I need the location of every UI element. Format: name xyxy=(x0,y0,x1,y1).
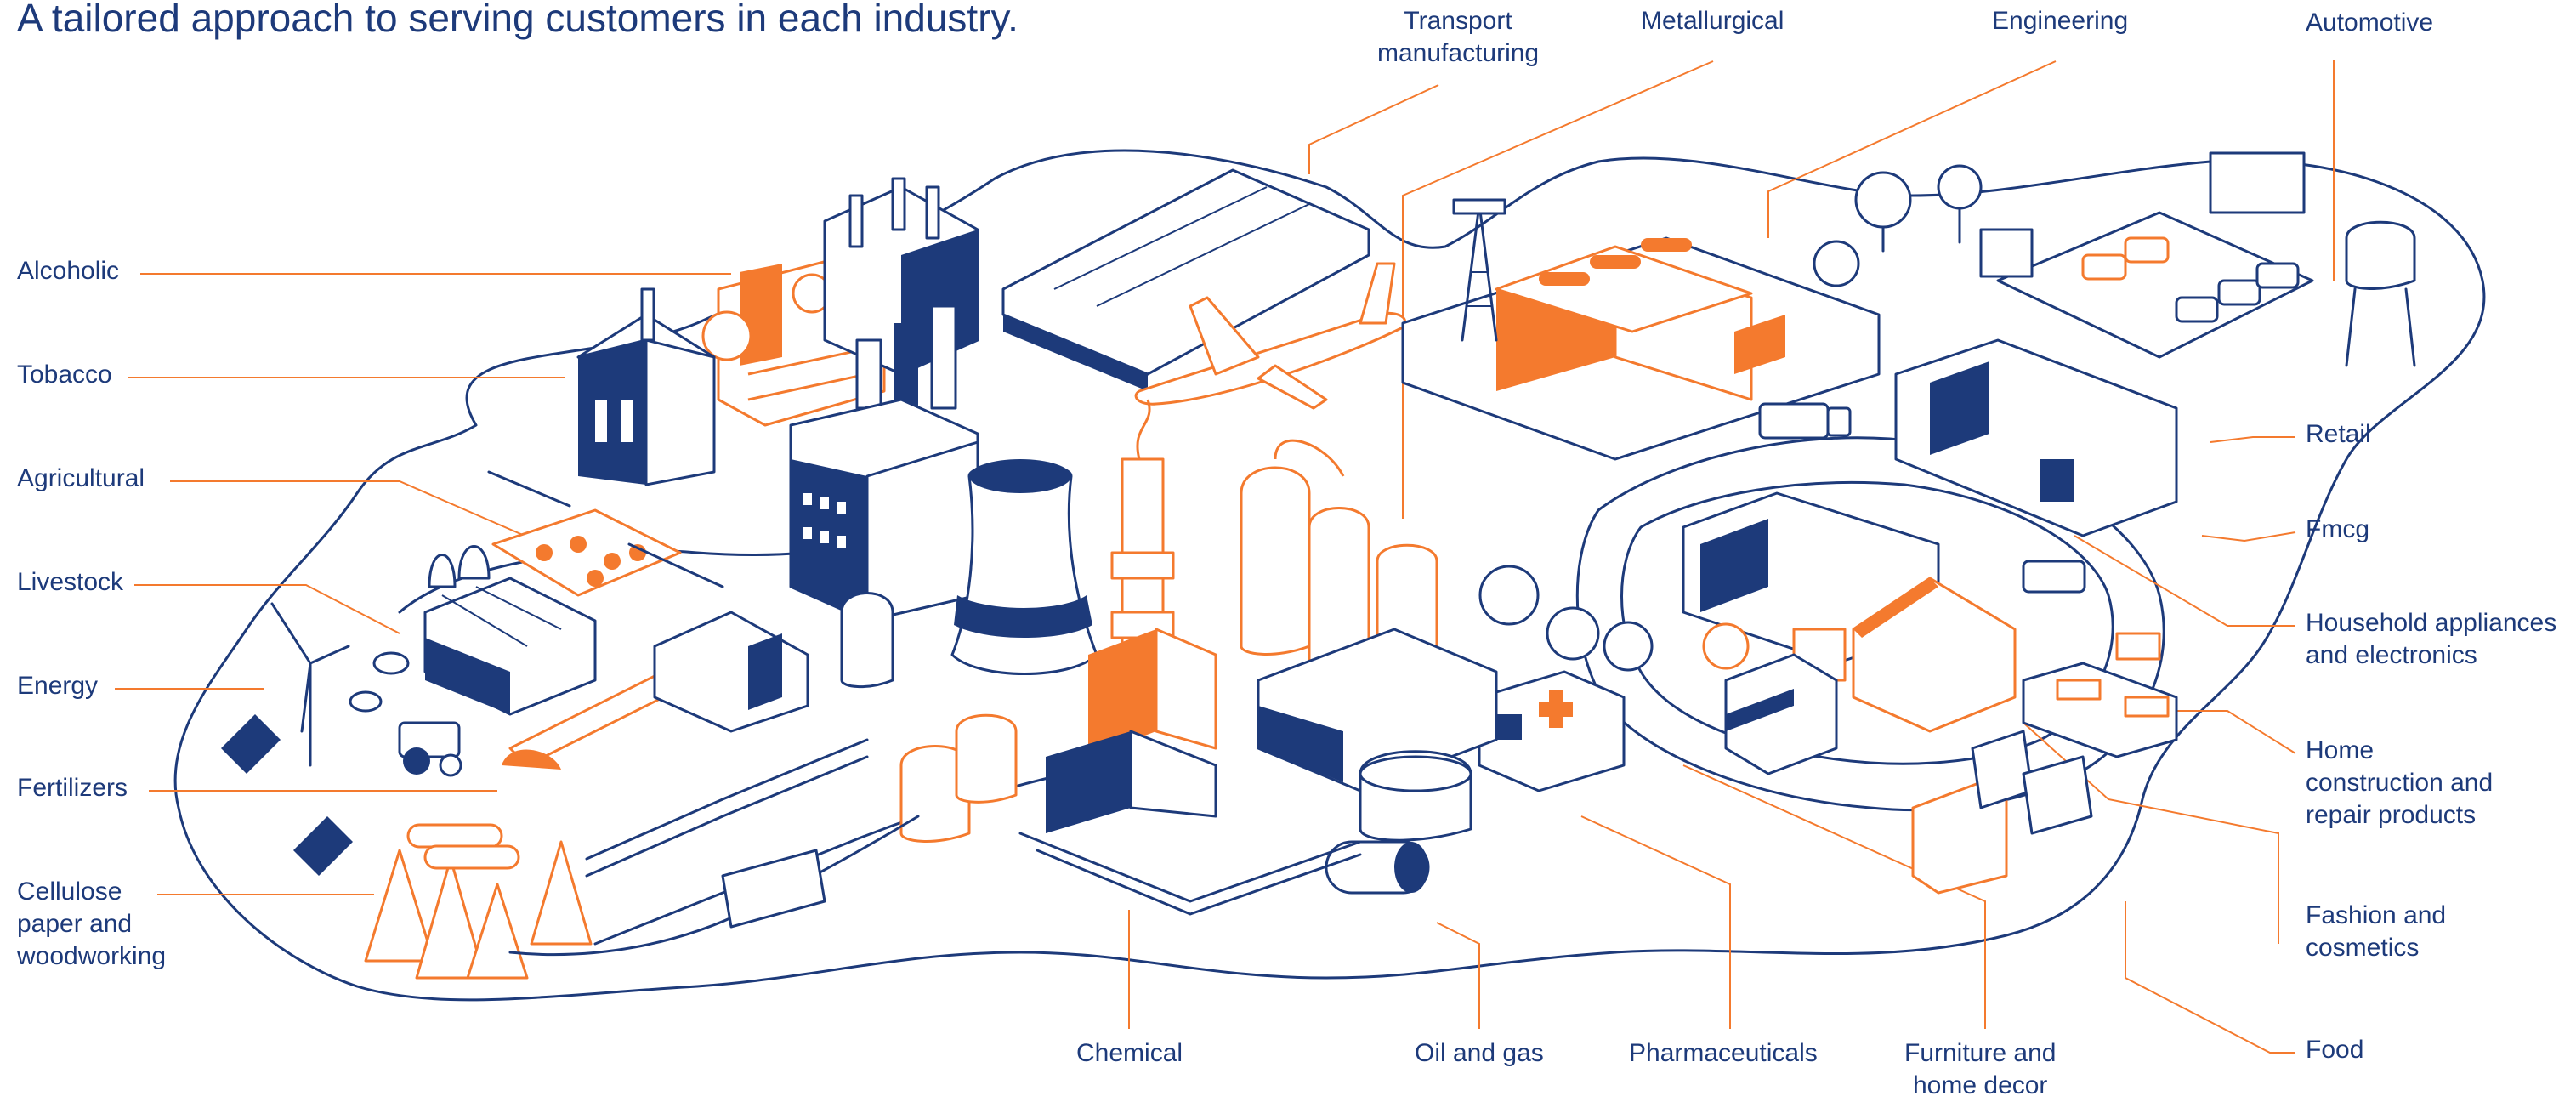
label-home-construction-line3: repair products xyxy=(2306,801,2477,829)
label-transport: Transport manufacturing xyxy=(1377,5,1539,70)
solar-panels xyxy=(221,714,353,876)
metallurgical-plant xyxy=(1401,236,1881,461)
label-transport-line1: Transport xyxy=(1404,7,1512,35)
label-transport-line2: manufacturing xyxy=(1377,39,1540,67)
left-leaders xyxy=(115,273,731,895)
oil-tanks xyxy=(1325,750,1472,895)
boxes-right xyxy=(2022,632,2178,758)
trees-middle xyxy=(1478,565,1750,672)
orange-tanks xyxy=(1240,439,1438,689)
label-cellulose: Cellulose paper and woodworking xyxy=(17,876,166,973)
chemical-tanks xyxy=(899,713,1018,843)
haystacks xyxy=(428,545,491,588)
transmission-tower xyxy=(1452,198,1506,342)
label-retail: Retail xyxy=(2306,420,2371,448)
orange-block-building xyxy=(1088,628,1217,757)
label-home-construction-line1: Home xyxy=(2306,736,2375,764)
bottom-leaders xyxy=(1128,764,1986,1029)
label-fertilizers: Fertilizers xyxy=(17,774,128,802)
silos xyxy=(855,304,957,410)
market-stalls xyxy=(1911,730,2093,895)
label-automotive: Automotive xyxy=(2306,9,2434,37)
label-fashion-line2: cosmetics xyxy=(2306,934,2420,962)
retail-building xyxy=(1894,338,2178,537)
label-alcoholic: Alcoholic xyxy=(17,257,120,285)
label-cellulose-line2: paper and xyxy=(17,910,133,938)
page-title: A tailored approach to serving customers… xyxy=(17,0,1018,40)
label-livestock: Livestock xyxy=(17,568,124,596)
office-block xyxy=(789,398,979,622)
road-ring-right-inner xyxy=(1620,480,2114,765)
label-tobacco: Tobacco xyxy=(17,361,112,389)
label-agricultural: Agricultural xyxy=(17,464,145,492)
label-energy: Energy xyxy=(17,672,99,700)
fences xyxy=(487,470,869,878)
cooling-tower xyxy=(950,459,1098,675)
delivery-truck xyxy=(1758,402,1852,440)
label-metallurgical: Metallurgical xyxy=(1641,7,1784,35)
label-household-line1: Household appliances xyxy=(2306,609,2557,637)
shop-awning xyxy=(1724,653,1838,775)
label-food: Food xyxy=(2306,1036,2364,1064)
refinery-column xyxy=(1110,399,1175,648)
cellulose-forest xyxy=(364,823,593,980)
label-furniture-line1: Furniture and xyxy=(1904,1039,2057,1067)
chemical-building xyxy=(1046,628,1498,833)
tractor xyxy=(398,721,462,777)
wind-turbine xyxy=(270,602,350,767)
railway xyxy=(508,815,920,957)
label-household-line2: and electronics xyxy=(2306,641,2477,669)
automotive-lot xyxy=(1979,151,2314,359)
label-home-construction-line2: construction and xyxy=(2306,769,2494,797)
label-home-construction: Home construction and repair products xyxy=(2306,735,2493,832)
trees-top xyxy=(1813,164,1983,287)
label-fashion: Fashion and cosmetics xyxy=(2306,900,2446,964)
label-cellulose-line1: Cellulose xyxy=(17,878,122,906)
warehouse-top xyxy=(1001,168,1370,391)
livestock-animals xyxy=(349,651,410,713)
island-outline xyxy=(173,149,2486,1002)
label-fmcg: Fmcg xyxy=(2306,515,2369,543)
label-pharma: Pharmaceuticals xyxy=(1629,1039,1818,1067)
tobacco-building xyxy=(576,287,716,486)
label-oil-gas: Oil and gas xyxy=(1415,1039,1544,1067)
label-household: Household appliances and electronics xyxy=(2306,607,2556,672)
road-lower xyxy=(593,764,1107,946)
pipes xyxy=(1018,832,1362,916)
label-cellulose-line3: woodworking xyxy=(17,942,167,970)
crop-field xyxy=(491,508,682,597)
label-engineering: Engineering xyxy=(1992,7,2129,35)
label-chemical: Chemical xyxy=(1076,1039,1183,1067)
livestock-sheds xyxy=(653,592,894,733)
barn xyxy=(423,577,597,716)
top-leaders xyxy=(1308,60,2335,519)
label-fashion-line1: Fashion and xyxy=(2306,901,2447,929)
airplane xyxy=(1134,262,1406,410)
water-tower xyxy=(2345,220,2416,367)
pharmacy xyxy=(1478,670,1626,792)
